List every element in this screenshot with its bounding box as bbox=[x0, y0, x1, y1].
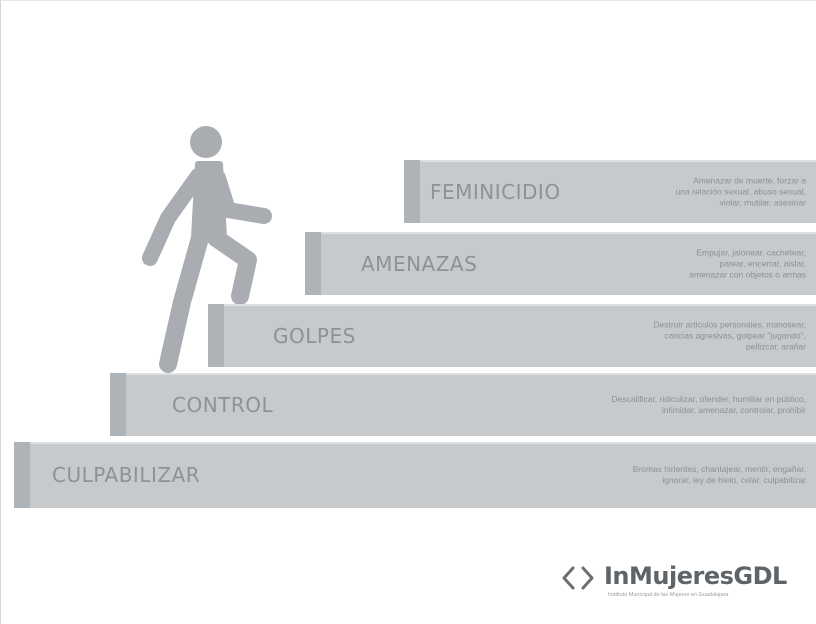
step-description: Amenazar de muerte, forzar a una relació… bbox=[675, 175, 806, 207]
step-label: FEMINICIDIO bbox=[430, 179, 561, 204]
step-side bbox=[305, 232, 321, 295]
step-golpes: GOLPES Destruir artículos personales, ma… bbox=[208, 304, 816, 367]
angle-brackets-icon bbox=[562, 566, 594, 590]
step-description: Destruir artículos personales, manosear,… bbox=[653, 319, 806, 351]
step-side bbox=[208, 304, 224, 367]
step-culpabilizar: CULPABILIZAR Bromas hirientes, chantajea… bbox=[14, 442, 816, 508]
step-description: Empujar, jalonear, cachetear, patear, en… bbox=[689, 247, 806, 279]
step-side bbox=[404, 160, 420, 223]
step-label: CULPABILIZAR bbox=[52, 463, 201, 487]
step-label: GOLPES bbox=[273, 323, 356, 348]
inmujeres-logo: InMujeresGDL Instituto Municipal de las … bbox=[560, 560, 800, 604]
step-side bbox=[110, 373, 126, 436]
step-description: Descalificar, ridiculizar, ofender, humi… bbox=[611, 393, 806, 415]
step-description: Bromas hirientes, chantajear, mentir, en… bbox=[632, 464, 806, 485]
step-label: AMENAZAS bbox=[361, 251, 478, 276]
logo-brand-name: InMujeresGDL bbox=[604, 562, 787, 590]
step-side bbox=[14, 442, 30, 508]
step-control: CONTROL Descalificar, ridiculizar, ofend… bbox=[110, 373, 816, 436]
step-amenazas: AMENAZAS Empujar, jalonear, cachetear, p… bbox=[305, 232, 816, 295]
walking-person-icon bbox=[142, 126, 272, 373]
step-feminicidio: FEMINICIDIO Amenazar de muerte, forzar a… bbox=[404, 160, 816, 223]
step-label: CONTROL bbox=[172, 392, 274, 417]
logo-subtitle: Instituto Municipal de las Mujeres en Gu… bbox=[608, 592, 729, 598]
